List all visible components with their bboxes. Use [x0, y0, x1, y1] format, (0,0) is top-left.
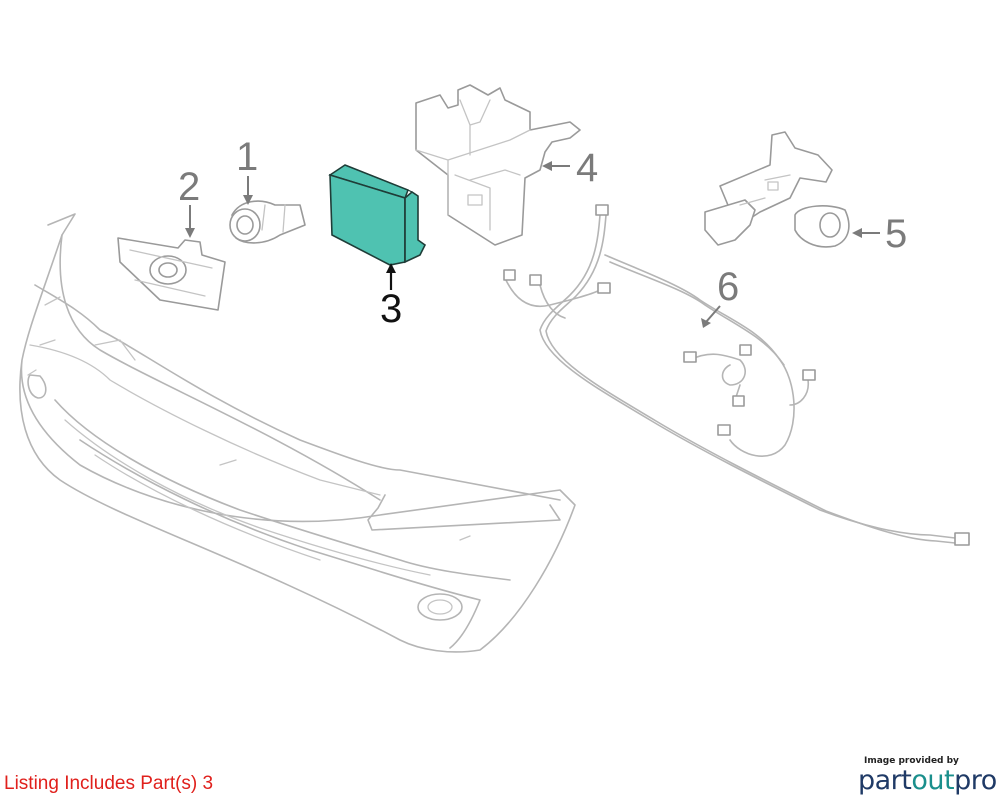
part-2-bracket: [117, 237, 226, 311]
logo-pro: pro: [954, 765, 997, 796]
credit-caption: Image provided by: [864, 756, 959, 766]
callout-6: 6: [701, 265, 739, 328]
part-6-wiring-harness: [503, 204, 970, 546]
callout-2: 2: [178, 165, 200, 238]
part-1-sensor: [229, 200, 306, 244]
listing-note: Listing Includes Part(s) 3: [4, 773, 214, 794]
bumper-cover: [19, 213, 576, 653]
logo-out: out: [911, 765, 955, 796]
callout-4-label: 4: [576, 146, 598, 190]
callout-2-label: 2: [178, 165, 200, 209]
callout-5: 5: [852, 212, 907, 256]
callout-3-label: 3: [380, 287, 402, 331]
callout-6-label: 6: [717, 265, 739, 309]
logo-part: part: [858, 765, 912, 796]
part-3-control-module: [328, 164, 427, 266]
partoutpro-logo: partoutpro: [858, 766, 998, 796]
part-5-bracket: [704, 131, 850, 248]
callout-1: 1: [236, 135, 258, 205]
callout-1-label: 1: [236, 135, 258, 179]
image-credit: Image provided by partoutpro: [858, 756, 998, 796]
part-4-bracket: [415, 84, 581, 246]
callout-5-label: 5: [885, 212, 907, 256]
callout-4: 4: [542, 146, 598, 190]
callout-3: 3: [380, 263, 402, 331]
